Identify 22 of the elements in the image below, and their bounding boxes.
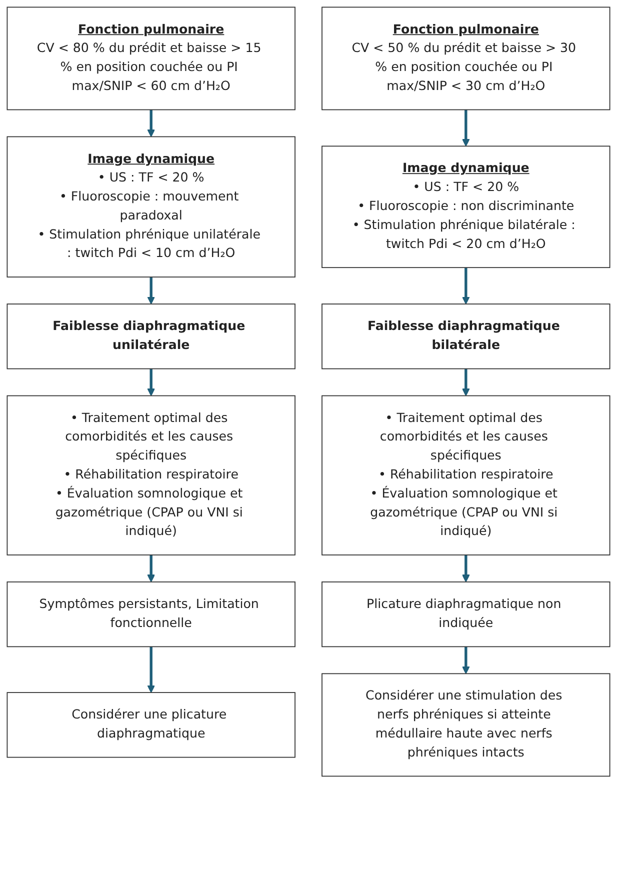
arrow (147, 277, 156, 304)
arrow (147, 646, 156, 693)
node-box: • Traitement optimal des comorbidités et les causes spécifiques • Réhabilitation respiratoire • Évaluation somnologique et gazométrique (CPAP ou VNI si indiqué) (322, 395, 610, 556)
arrow (462, 110, 470, 147)
node-box: Image dynamique • US : TF < 20 % • Fluoroscopie : mouvement paradoxal • Stimulation phrénique unilatérale : twitch Pdi < 10 cm d’H₂O (6, 136, 296, 278)
node-box: Symptômes persistants, Limitation fonctionnelle (6, 581, 296, 648)
node-box: Fonction pulmonaire CV < 80 % du prédit et baisse > 15 % en position couchée ou PI max/SNIP < 60 cm d’H₂O (6, 6, 296, 110)
node-box: Image dynamique • US : TF < 20 % • Fluoroscopie : non discriminante • Stimulation phrénique bilatérale : twitch Pdi < 20 cm d’H₂O (322, 146, 610, 268)
node-box: Faiblesse diaphragmatique unilatérale (6, 304, 296, 370)
arrow (462, 554, 470, 582)
node-box: • Traitement optimal des comorbidités et les causes spécifiques • Réhabilitation respiratoire • Évaluation somnologique et gazométrique (CPAP ou VNI si indiqué) (6, 395, 296, 556)
node-box: Fonction pulmonaire CV < 50 % du prédit et baisse > 30 % en position couchée ou PI max/SNIP < 30 cm d’H₂O (322, 6, 610, 110)
arrow (462, 646, 470, 674)
arrow (147, 110, 156, 138)
node-box: Considérer une stimulation des nerfs phréniques si atteinte médullaire haute avec nerfs phréniques intacts (322, 673, 610, 777)
node-box: Considérer une plicature diaphragmatique (6, 692, 296, 758)
node-box: Faiblesse diaphragmatique bilatérale (322, 304, 610, 370)
arrow (147, 368, 156, 396)
arrow (147, 554, 156, 582)
node-box: Plicature diaphragmatique non indiquée (322, 581, 610, 648)
arrow (462, 268, 470, 304)
arrow (462, 368, 470, 396)
